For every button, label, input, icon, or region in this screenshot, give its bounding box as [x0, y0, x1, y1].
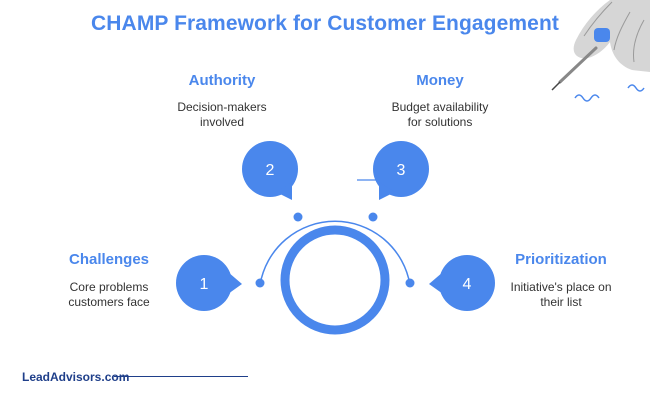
step-2-description-line-1: Decision-makers	[177, 100, 267, 114]
step-2-description-line-2: involved	[199, 115, 245, 129]
footer-logo: LeadAdvisors.com	[22, 370, 130, 384]
arc-dot-3	[368, 212, 378, 222]
step-2-heading: Authority	[188, 72, 256, 89]
arc-dot-1	[255, 278, 265, 288]
footer-divider	[114, 376, 248, 377]
step-4-description-line-2: their list	[540, 295, 582, 309]
hand-pen-illustration	[551, 0, 650, 102]
page-title: CHAMP Framework for Customer Engagement	[91, 12, 559, 35]
step-number-1: 1	[200, 276, 209, 293]
step-4-description-line-1: Initiative's place on	[510, 280, 612, 294]
arc-dot-4	[405, 278, 415, 288]
step-3-description: Budget availability for solutions	[370, 100, 510, 130]
center-ring	[280, 225, 390, 335]
step-number-2: 2	[266, 162, 275, 179]
step-bubble-4: 4	[429, 255, 495, 311]
step-1-description-line-1: Core problems	[69, 280, 149, 294]
step-4-heading: Prioritization	[515, 251, 607, 268]
step-bubble-2: 2	[242, 141, 298, 200]
step-number-3: 3	[397, 162, 406, 179]
step-1-description: Core problems customers face	[44, 280, 174, 310]
step-3-heading: Money	[416, 72, 464, 89]
step-bubble-1: 1	[176, 255, 242, 311]
step-1-description-line-2: customers face	[68, 295, 150, 309]
step-3-description-line-1: Budget availability	[391, 100, 489, 114]
step-number-4: 4	[463, 276, 472, 293]
step-1-heading: Challenges	[68, 251, 150, 268]
arc-dot-2	[293, 212, 303, 222]
outer-arc	[259, 220, 411, 286]
step-3-description-line-2: for solutions	[407, 115, 473, 129]
step-2-description: Decision-makers involved	[152, 100, 292, 130]
step-4-description: Initiative's place on their list	[491, 280, 631, 310]
step-bubble-3: 3	[373, 141, 429, 200]
